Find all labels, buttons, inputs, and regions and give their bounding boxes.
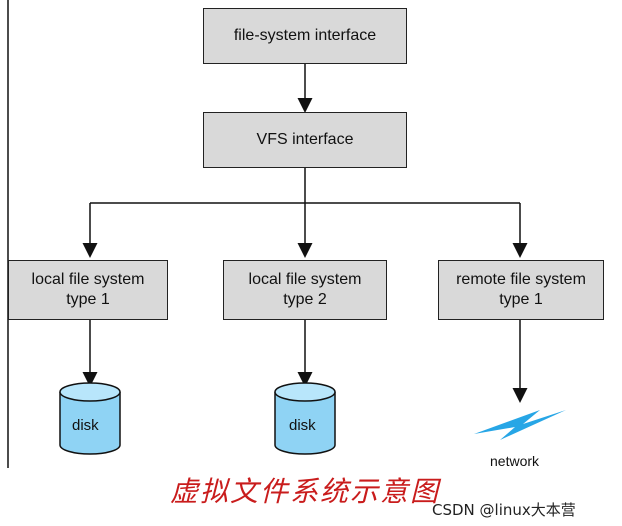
network-label: network <box>490 453 540 469</box>
disk-icon-2 <box>274 382 336 455</box>
local-file-system-type-1-box: local file system type 1 <box>8 260 168 320</box>
disk-label-1: disk <box>72 417 99 434</box>
diagram-caption: 虚拟文件系统示意图 <box>170 475 441 508</box>
vfs-interface-box: VFS interface <box>203 112 407 168</box>
local-file-system-type-2-box: local file system type 2 <box>223 260 387 320</box>
csdn-watermark: CSDN @linux大本营 <box>432 501 576 519</box>
remote-file-system-type-1-box: remote file system type 1 <box>438 260 604 320</box>
network-bolt-icon <box>474 410 566 440</box>
file-system-interface-box: file-system interface <box>203 8 407 64</box>
disk-label-2: disk <box>289 417 316 434</box>
disk-icon-1 <box>59 382 121 455</box>
